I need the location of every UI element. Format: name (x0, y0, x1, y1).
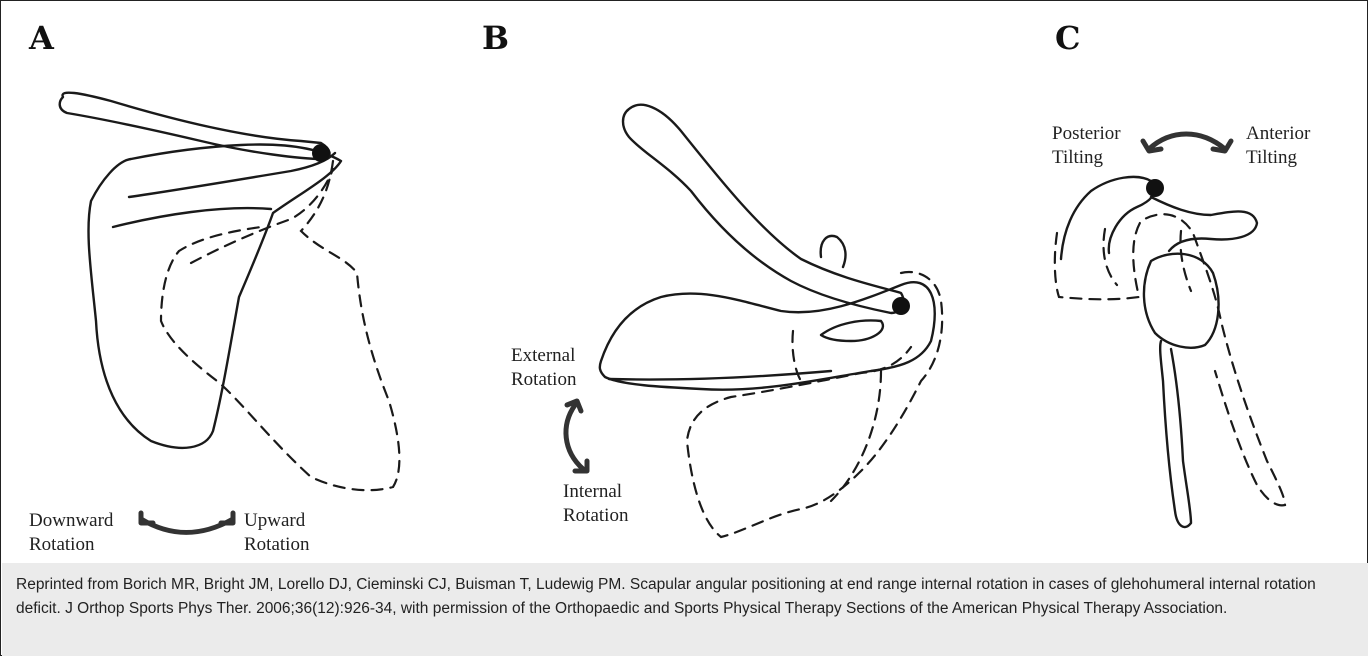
panel-b-label-external: External (511, 345, 575, 366)
curved-double-arrow-icon (566, 405, 583, 469)
panel-a-arrow-head-right (221, 513, 233, 523)
curved-double-arrow-icon (141, 519, 233, 533)
panel-b-label-internal: Internal (563, 481, 622, 502)
panel-a-pivot-dot (312, 144, 330, 162)
panel-a-spine (129, 153, 335, 197)
panel-a: A Downward Rotation Upward Rotation (28, 19, 399, 555)
panel-c-letter: C (1055, 19, 1080, 57)
panel-b-letter: B (482, 19, 509, 57)
panel-b-glenoid (821, 321, 883, 341)
panel-b-coracoid (821, 236, 846, 267)
panel-c-label-posterior: Posterior (1052, 123, 1121, 144)
panel-c-pivot-dot (1146, 179, 1164, 197)
panel-c: C Posterior Tilting Anterior Tilting (1052, 19, 1311, 527)
panel-b-label-internal-rotation: Rotation (563, 505, 629, 526)
panel-c-label-posterior-tilting: Tilting (1052, 147, 1104, 168)
figure-caption: Reprinted from Borich MR, Bright JM, Lor… (2, 563, 1368, 656)
panel-a-label-upward: Upward (244, 510, 306, 531)
panel-a-label-upward-rotation: Rotation (244, 534, 310, 555)
panel-b-pivot-dot (892, 297, 910, 315)
panel-b-label-external-rotation: Rotation (511, 369, 577, 390)
panel-c-label-anterior: Anterior (1246, 123, 1311, 144)
panel-c-inferior-border (1160, 341, 1191, 527)
panel-c-acromion-solid (1061, 177, 1155, 259)
panel-a-arrow-head-left (141, 513, 153, 523)
panel-a-glenoid-line (113, 208, 271, 227)
panel-c-process (1151, 197, 1257, 251)
panel-c-dashed-inner (1104, 229, 1192, 291)
panel-b-clavicle (623, 105, 903, 313)
panel-c-label-anterior-tilting: Tilting (1246, 147, 1298, 168)
scapula-illustration: A Downward Rotation Upward Rotation B (1, 1, 1369, 561)
panel-a-scapula-solid (88, 145, 341, 448)
panel-a-label-downward: Downward (29, 510, 114, 531)
panel-a-letter: A (28, 19, 55, 57)
panel-b-scapula-solid (600, 282, 935, 390)
panel-c-glenoid (1144, 254, 1219, 348)
panel-a-label-downward-rotation: Rotation (29, 534, 95, 555)
panel-b-dashed-inner (792, 331, 881, 501)
panel-b: B External Rotation Internal Rotation (482, 19, 942, 537)
